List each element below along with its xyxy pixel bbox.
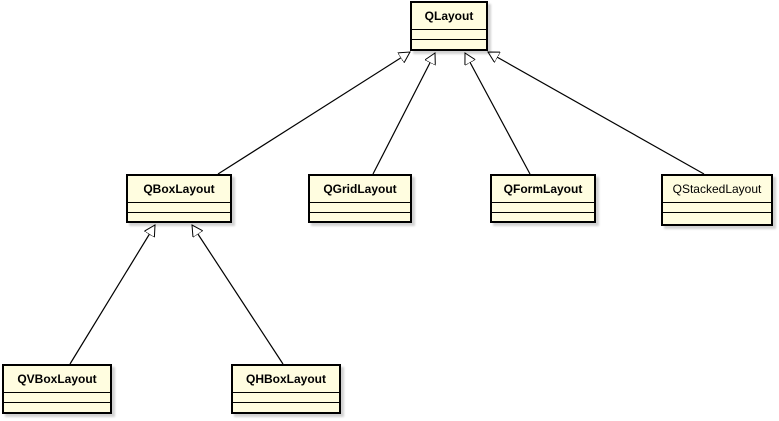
edge-qhboxlayout-to-qboxlayout [192,225,284,365]
operations-section [233,403,339,412]
attributes-section [4,393,110,403]
edge-qvboxlayout-to-qboxlayout [69,225,155,365]
operations-section [4,403,110,412]
edge-qgridlayout-to-qlayout [372,53,435,175]
class-name: QVBoxLayout [4,366,110,393]
edge-qboxlayout-to-qlayout [217,52,410,175]
class-name: QStackedLayout [663,176,771,203]
class-name: QHBoxLayout [233,366,339,393]
class-name: QFormLayout [492,176,594,203]
attributes-section [663,203,771,213]
operations-section [128,213,230,222]
edge-qformlayout-to-qlayout [465,53,531,175]
operations-section [310,213,410,222]
class-name: QGridLayout [310,176,410,203]
attributes-section [412,30,486,40]
operations-section [412,40,486,49]
class-name: QLayout [412,3,486,30]
operations-section [663,213,771,222]
attributes-section [128,203,230,213]
operations-section [492,213,594,222]
class-qgridlayout[interactable]: QGridLayout [308,174,412,223]
class-qformlayout[interactable]: QFormLayout [490,174,596,223]
class-qvboxlayout[interactable]: QVBoxLayout [2,364,112,414]
class-name: QBoxLayout [128,176,230,203]
class-qhboxlayout[interactable]: QHBoxLayout [231,364,341,414]
class-qboxlayout[interactable]: QBoxLayout [126,174,232,223]
class-qlayout[interactable]: QLayout [410,1,488,51]
edge-qstackedlayout-to-qlayout [488,51,705,175]
attributes-section [492,203,594,213]
attributes-section [233,393,339,403]
class-qstackedlayout[interactable]: QStackedLayout [661,174,773,226]
attributes-section [310,203,410,213]
